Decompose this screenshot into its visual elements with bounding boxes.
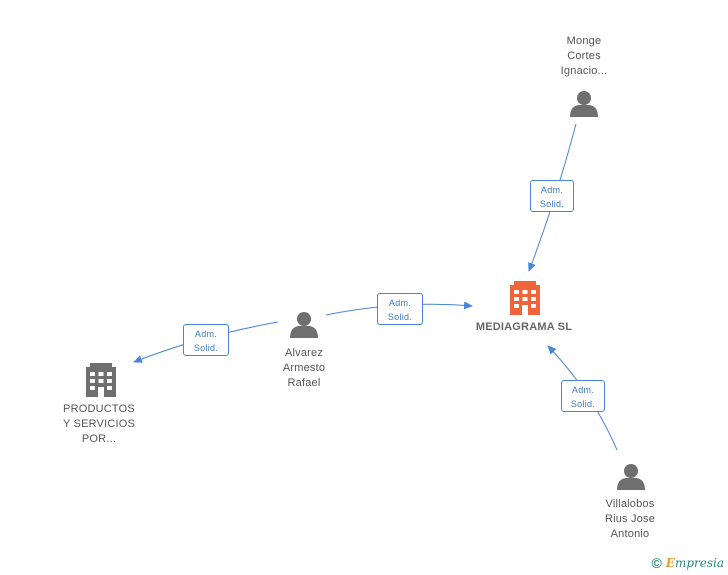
copyright-icon: © xyxy=(651,555,662,571)
node-label-line: Rius Jose xyxy=(604,513,656,525)
edge-label-line: Solid. xyxy=(193,343,219,353)
brand-logo-text: mpresia xyxy=(674,556,724,570)
node-label-line: Villalobos xyxy=(605,498,655,510)
node-label-line: POR... xyxy=(81,433,117,445)
edge-label-line: Solid. xyxy=(539,199,565,209)
node-label-line: Antonio xyxy=(610,528,650,540)
node-label-alvarez[interactable]: Alvarez Armesto Rafael xyxy=(264,346,344,391)
node-label-line: Y SERVICIOS xyxy=(62,418,136,430)
edge-label-villalobos-main[interactable]: Adm. Solid. xyxy=(561,380,605,412)
edge-label-line: Adm. xyxy=(540,185,564,195)
person-icon[interactable] xyxy=(617,464,645,490)
company-name: MEDIAGRAMA SL xyxy=(475,321,573,333)
node-label-main[interactable]: MEDIAGRAMA SL xyxy=(466,320,582,335)
edge-label-line: Adm. xyxy=(194,329,218,339)
node-label-line: Rafael xyxy=(287,377,321,389)
node-label-line: Monge xyxy=(566,35,602,47)
node-label-line: Armesto xyxy=(282,362,326,374)
edge-label-line: Adm. xyxy=(388,298,412,308)
building-icon[interactable] xyxy=(86,363,116,397)
node-label-monge[interactable]: Monge Cortes Ignacio... xyxy=(544,34,624,79)
node-label-productos[interactable]: PRODUCTOS Y SERVICIOS POR... xyxy=(54,402,144,447)
node-label-line: Alvarez xyxy=(284,347,324,359)
edge-label-monge-main[interactable]: Adm. Solid. xyxy=(530,180,574,212)
brand-logo[interactable]: Empresia xyxy=(666,556,724,570)
edge-label-alvarez-main[interactable]: Adm. Solid. xyxy=(377,293,423,325)
edge-label-line: Solid. xyxy=(387,312,413,322)
building-icon[interactable] xyxy=(510,281,540,315)
node-label-line: Ignacio... xyxy=(560,65,608,77)
node-label-line: Cortes xyxy=(567,50,601,62)
footer-branding: © Empresia xyxy=(651,555,724,571)
person-icon[interactable] xyxy=(290,312,318,338)
node-label-line: PRODUCTOS xyxy=(63,403,135,415)
edge-label-line: Solid. xyxy=(570,399,596,409)
brand-logo-initial: E xyxy=(665,556,675,570)
edge-label-alvarez-productos[interactable]: Adm. Solid. xyxy=(183,324,229,356)
edge-label-line: Adm. xyxy=(571,385,595,395)
person-icon[interactable] xyxy=(570,91,598,117)
node-label-villalobos[interactable]: Villalobos Rius Jose Antonio xyxy=(588,497,672,542)
